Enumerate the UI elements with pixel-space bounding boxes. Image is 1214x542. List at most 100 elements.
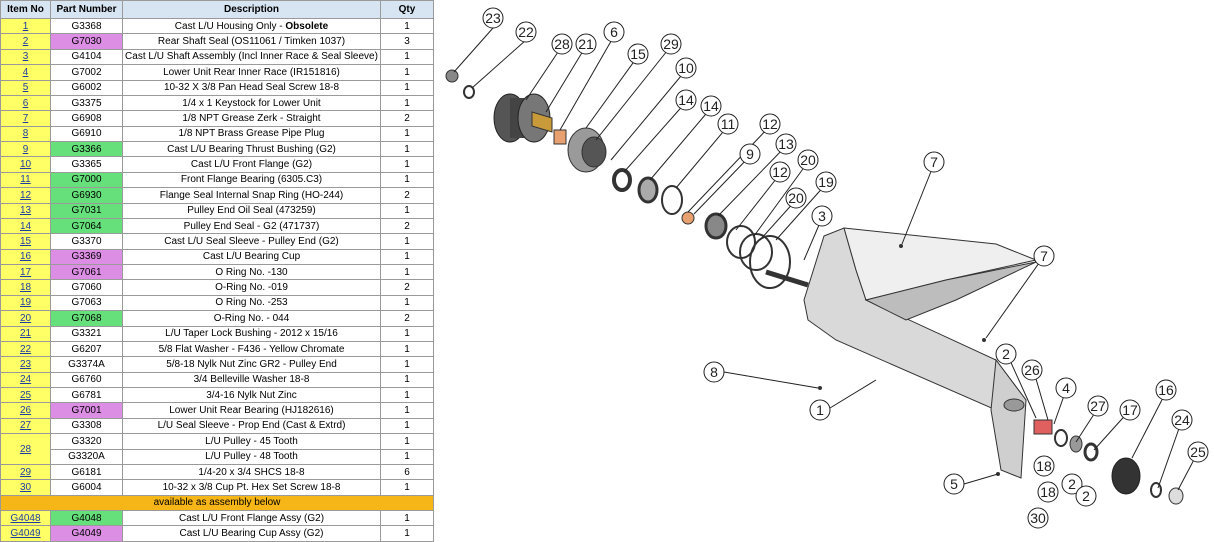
description-cell: Pulley End Oil Seal (473259) xyxy=(122,202,381,219)
item-link[interactable]: 25 xyxy=(0,386,51,404)
item-link[interactable]: 18 xyxy=(0,279,51,296)
callout-number: 11 xyxy=(721,116,736,132)
item-link[interactable]: 24 xyxy=(0,371,51,389)
item-link[interactable]: 3 xyxy=(0,48,51,66)
item-link[interactable]: 13 xyxy=(0,202,51,219)
item-link[interactable]: 21 xyxy=(0,325,51,342)
item-link[interactable]: 7 xyxy=(0,110,51,127)
qty-cell: 1 xyxy=(380,140,434,158)
obsolete-label: Obsolete xyxy=(285,20,329,32)
item-link[interactable]: 15 xyxy=(0,233,51,250)
part-number-cell: G3368 xyxy=(50,17,123,35)
item-link[interactable]: 10 xyxy=(0,156,51,173)
item-link[interactable]: 27 xyxy=(0,417,51,435)
callout-number: 26 xyxy=(1024,362,1040,378)
item-link[interactable]: 23 xyxy=(0,356,51,373)
header-item-no: Item No xyxy=(0,0,51,19)
item-link[interactable]: 26 xyxy=(0,402,51,419)
item-link[interactable]: 20 xyxy=(0,310,51,327)
callout-18: 18 xyxy=(1033,455,1055,477)
part-number-cell: G6002 xyxy=(50,79,123,96)
item-link[interactable]: 16 xyxy=(0,248,51,266)
callout-6: 6 xyxy=(603,21,625,43)
part-number-cell: G3375 xyxy=(50,94,123,112)
description-text: Lower Unit Rear Inner Race (IR151816) xyxy=(163,66,340,78)
description-cell: Cast L/U Bearing Cup xyxy=(122,248,381,266)
description-cell: Lower Unit Rear Inner Race (IR151816) xyxy=(122,64,381,81)
part-number-cell: G4104 xyxy=(50,48,123,66)
callout-4: 4 xyxy=(1055,377,1077,399)
callout-number: 13 xyxy=(778,136,794,152)
item-link[interactable]: 30 xyxy=(0,479,51,496)
description-text: O-Ring No. - 044 xyxy=(213,312,290,324)
qty-cell: 1 xyxy=(380,433,434,450)
item-link[interactable]: 17 xyxy=(0,263,51,281)
part-number-cell: G3308 xyxy=(50,417,123,435)
description-text: Pulley End Oil Seal (473259) xyxy=(187,205,316,217)
item-link[interactable]: 14 xyxy=(0,217,51,235)
item-link[interactable]: 1 xyxy=(0,17,51,35)
description-cell: O Ring No. -130 xyxy=(122,263,381,281)
item-link[interactable]: 28 xyxy=(0,433,51,465)
description-text: 1/4 x 1 Keystock for Lower Unit xyxy=(182,97,321,109)
description-cell: Cast L/U Front Flange Assy (G2) xyxy=(122,509,381,527)
callout-number: 25 xyxy=(1190,444,1206,460)
callout-8: 8 xyxy=(703,361,725,383)
callout-13: 13 xyxy=(775,133,797,155)
qty-cell: 2 xyxy=(380,187,434,204)
callout-number: 28 xyxy=(554,36,570,52)
item-link[interactable]: 2 xyxy=(0,33,51,50)
callout-number: 12 xyxy=(772,164,788,180)
callout-16: 16 xyxy=(1155,379,1177,401)
part-number-cell: G7064 xyxy=(50,217,123,235)
description-text: Front Flange Bearing (6305.C3) xyxy=(180,174,323,186)
description-cell: 3/4-16 Nylk Nut Zinc xyxy=(122,386,381,404)
item-link[interactable]: 29 xyxy=(0,463,51,481)
item-link[interactable]: 6 xyxy=(0,94,51,112)
callout-12: 12 xyxy=(769,161,791,183)
description-text: Lower Unit Rear Bearing (HJ182616) xyxy=(169,405,334,417)
item-link[interactable]: 22 xyxy=(0,340,51,358)
description-text: L/U Seal Sleeve - Prop End (Cast & Extrd… xyxy=(157,420,346,432)
item-link[interactable]: G4049 xyxy=(0,525,51,542)
part-number-cell: G3370 xyxy=(50,233,123,250)
qty-cell: 1 xyxy=(380,64,434,81)
assembly-banner: available as assembly below xyxy=(0,494,434,512)
item-link[interactable]: 9 xyxy=(0,140,51,158)
qty-cell: 1 xyxy=(380,325,434,342)
description-text: Cast L/U Housing Only - xyxy=(174,20,286,32)
part-number-cell: G7068 xyxy=(50,310,123,327)
callout-5: 5 xyxy=(943,473,965,495)
description-text: 3/4-16 Nylk Nut Zinc xyxy=(206,389,297,401)
item-link[interactable]: 8 xyxy=(0,125,51,143)
qty-cell: 1 xyxy=(380,125,434,143)
callout-number: 7 xyxy=(1040,248,1048,264)
item-link[interactable]: 19 xyxy=(0,294,51,312)
callout-20: 20 xyxy=(797,149,819,171)
part-number-cell: G7000 xyxy=(50,171,123,189)
item-link[interactable]: 12 xyxy=(0,187,51,204)
callout-7: 7 xyxy=(923,151,945,173)
qty-cell: 1 xyxy=(380,171,434,189)
callout-number: 19 xyxy=(818,174,834,190)
callout-23: 23 xyxy=(482,7,504,29)
qty-cell: 1 xyxy=(380,263,434,281)
item-link[interactable]: 11 xyxy=(0,171,51,189)
part-number-cell: G7063 xyxy=(50,294,123,312)
item-link[interactable]: G4048 xyxy=(0,509,51,527)
part-number-cell: G6910 xyxy=(50,125,123,143)
item-link[interactable]: 4 xyxy=(0,64,51,81)
callout-number: 10 xyxy=(678,60,694,76)
item-link[interactable]: 5 xyxy=(0,79,51,96)
callout-number: 5 xyxy=(950,476,958,492)
table-header-row: Item No Part Number Description Qty xyxy=(0,0,434,19)
